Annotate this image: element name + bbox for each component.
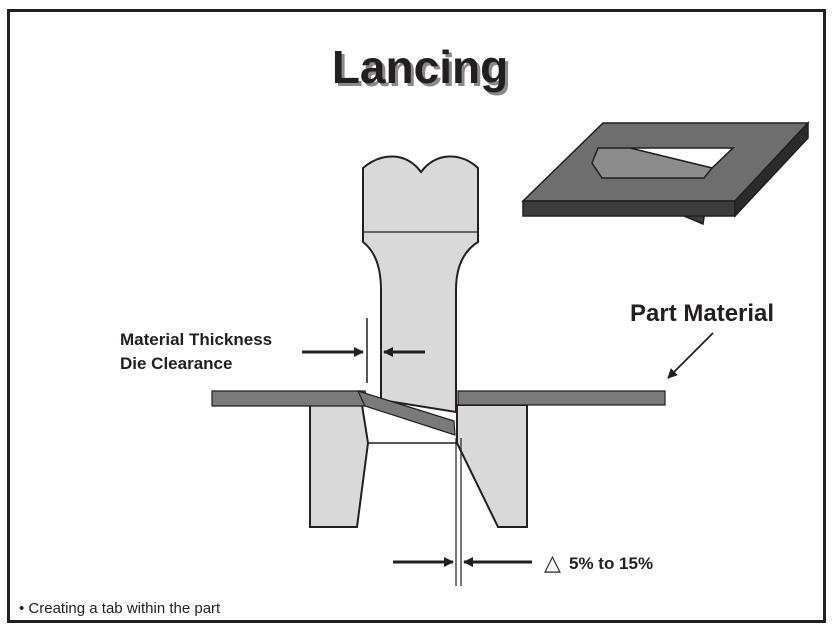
punch-body xyxy=(362,155,479,414)
material-right xyxy=(457,390,666,406)
lanced-tab xyxy=(591,147,714,179)
lanced-part-illustration xyxy=(521,121,810,226)
bent-tab xyxy=(356,390,456,436)
page-title-shadow: Lancing xyxy=(335,44,511,96)
part-material-strip xyxy=(211,390,666,436)
part-material-pointer xyxy=(667,332,714,379)
die-right-block xyxy=(456,404,528,528)
iso-plate-front xyxy=(522,200,736,217)
die-clearance-label: Die Clearance xyxy=(120,354,232,373)
material-left xyxy=(211,390,370,407)
footer-note: • Creating a tab within the part xyxy=(19,600,221,617)
angle-range-label: 5% to 15% xyxy=(569,554,653,573)
delta-icon: △ xyxy=(544,550,561,575)
iso-plate-side xyxy=(734,121,809,218)
material-thickness-label: Material Thickness xyxy=(120,330,272,349)
part-material-label: Part Material xyxy=(630,300,774,327)
die-left-block xyxy=(309,404,370,528)
punch xyxy=(362,155,479,414)
page-title: Lancing xyxy=(332,41,508,93)
